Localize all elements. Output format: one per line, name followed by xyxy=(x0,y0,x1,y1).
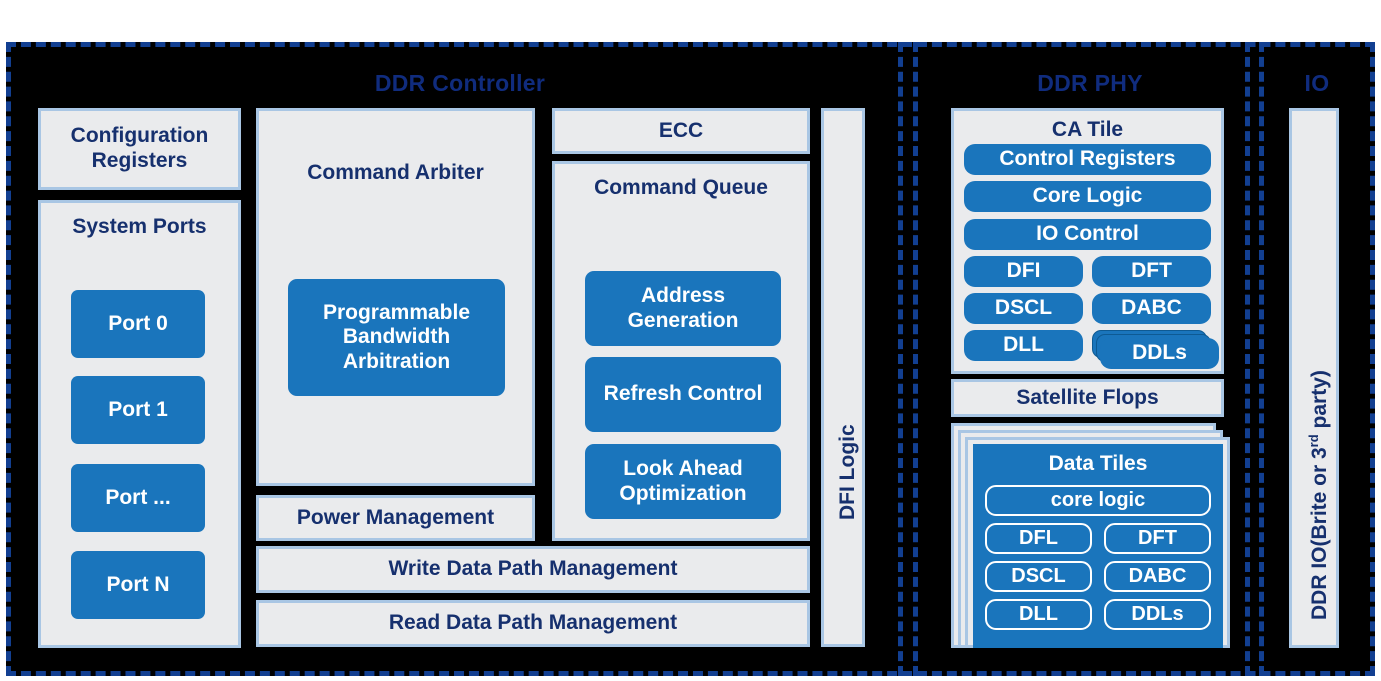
configuration-registers-block[interactable]: Configuration Registers xyxy=(38,108,241,190)
data-tiles-title: Data Tiles xyxy=(1048,452,1148,475)
data-tiles-dll-block[interactable]: DLL xyxy=(985,599,1092,630)
system-ports-title: System Ports xyxy=(72,215,207,238)
ca-control-registers-block[interactable]: Control Registers xyxy=(964,144,1211,175)
look-ahead-optimization-block[interactable]: Look Ahead Optimization xyxy=(585,444,781,519)
programmable-bandwidth-arbitration-block[interactable]: Programmable Bandwidth Arbitration xyxy=(288,279,505,396)
dfi-logic-panel[interactable] xyxy=(821,108,865,647)
data-tiles-dfl-block[interactable]: DFL xyxy=(985,523,1092,554)
refresh-control-block[interactable]: Refresh Control xyxy=(585,357,781,432)
ddr-io-label-suffix: party) xyxy=(1308,370,1331,435)
command-arbiter-title: Command Arbiter xyxy=(307,161,484,184)
ca-core-logic-block[interactable]: Core Logic xyxy=(964,181,1211,212)
region-title-io: IO xyxy=(1304,70,1330,96)
ca-dabc-block[interactable]: DABC xyxy=(1092,293,1211,324)
region-title-ddr-controller: DDR Controller xyxy=(374,70,546,96)
ddr-io-label: DDR IO(Brite or 3rd party) xyxy=(1306,370,1332,620)
data-tiles-dft-block[interactable]: DFT xyxy=(1104,523,1211,554)
ddr-io-panel[interactable] xyxy=(1289,108,1339,648)
data-tiles-dscl-block[interactable]: DSCL xyxy=(985,561,1092,592)
ca-ddls-block[interactable]: DDLs xyxy=(1100,338,1219,369)
ddr-io-label-superscript: rd xyxy=(1306,434,1321,448)
power-management-block[interactable]: Power Management xyxy=(256,495,535,541)
port-block-n[interactable]: Port N xyxy=(71,551,205,619)
address-generation-block[interactable]: Address Generation xyxy=(585,271,781,346)
ca-dscl-block[interactable]: DSCL xyxy=(964,293,1083,324)
data-tiles-core-logic-block[interactable]: core logic xyxy=(985,485,1211,516)
ca-tile-title: CA Tile xyxy=(1051,118,1124,141)
ca-io-control-block[interactable]: IO Control xyxy=(964,219,1211,250)
command-queue-title: Command Queue xyxy=(594,176,768,199)
port-block-2[interactable]: Port ... xyxy=(71,464,205,532)
dfi-logic-label: DFI Logic xyxy=(836,424,859,520)
ca-dll-block[interactable]: DLL xyxy=(964,330,1083,361)
data-tiles-ddls-block[interactable]: DDLs xyxy=(1104,599,1211,630)
satellite-flops-block[interactable]: Satellite Flops xyxy=(951,379,1224,417)
port-block-1[interactable]: Port 1 xyxy=(71,376,205,444)
ca-dfi-block[interactable]: DFI xyxy=(964,256,1083,287)
read-data-path-management-bar[interactable]: Read Data Path Management xyxy=(256,600,810,647)
region-title-ddr-phy: DDR PHY xyxy=(1037,70,1143,96)
port-block-0[interactable]: Port 0 xyxy=(71,290,205,358)
data-tiles-dabc-block[interactable]: DABC xyxy=(1104,561,1211,592)
data-tiles-front-card: Data Tiles core logic DFL DFT DSCL DABC … xyxy=(973,444,1223,648)
ecc-block[interactable]: ECC xyxy=(552,108,810,154)
ddr-io-label-prefix: DDR IO(Brite or 3 xyxy=(1308,447,1331,620)
ca-dft-block[interactable]: DFT xyxy=(1092,256,1211,287)
write-data-path-management-bar[interactable]: Write Data Path Management xyxy=(256,546,810,593)
